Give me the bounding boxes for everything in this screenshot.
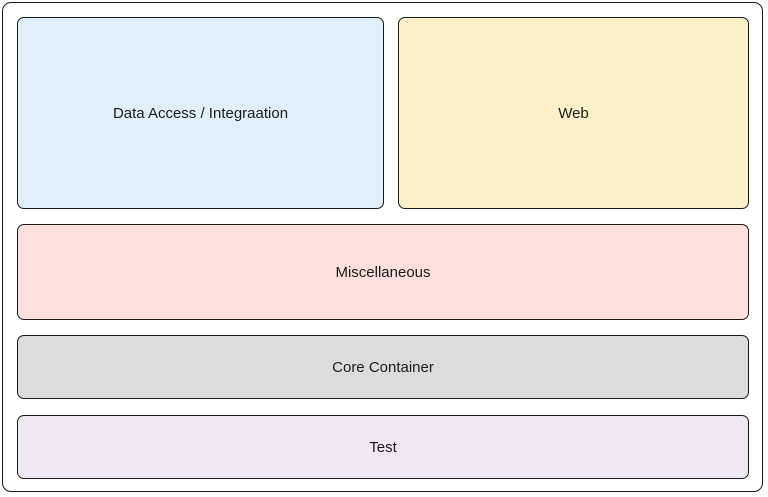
block-core-container: Core Container	[17, 335, 749, 399]
block-miscellaneous: Miscellaneous	[17, 224, 749, 320]
block-label-miscellaneous: Miscellaneous	[335, 263, 431, 281]
block-web: Web	[398, 17, 749, 209]
block-label-core-container: Core Container	[332, 358, 434, 376]
block-label-web: Web	[558, 104, 589, 122]
block-label-test: Test	[369, 438, 397, 456]
block-test: Test	[17, 415, 749, 479]
block-label-data-access: Data Access / Integraation	[112, 104, 289, 122]
block-data-access-integration: Data Access / Integraation	[17, 17, 384, 209]
